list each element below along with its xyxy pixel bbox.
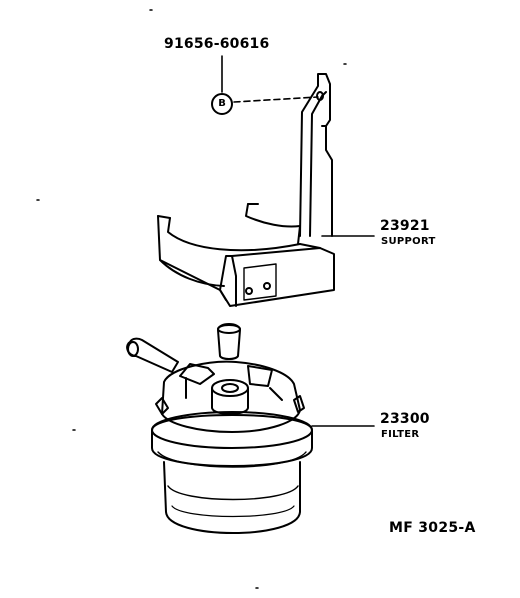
support-bracket-drawing [157, 73, 335, 307]
leader-lines [221, 55, 375, 427]
support-part-name: SUPPORT [381, 236, 436, 247]
callout-b-circle [211, 93, 233, 115]
scan-specks [36, 9, 347, 589]
support-part-number: 23921 [380, 218, 430, 234]
callout-dashed-line [233, 96, 319, 103]
bolt-part-number: 91656-60616 [164, 36, 270, 52]
filter-part-number: 23300 [380, 411, 430, 427]
fuel-filter-drawing [126, 323, 313, 534]
drawing-code: MF 3025-A [389, 520, 476, 536]
filter-part-name: FILTER [381, 429, 420, 440]
callout-b-letter: B [218, 98, 226, 109]
